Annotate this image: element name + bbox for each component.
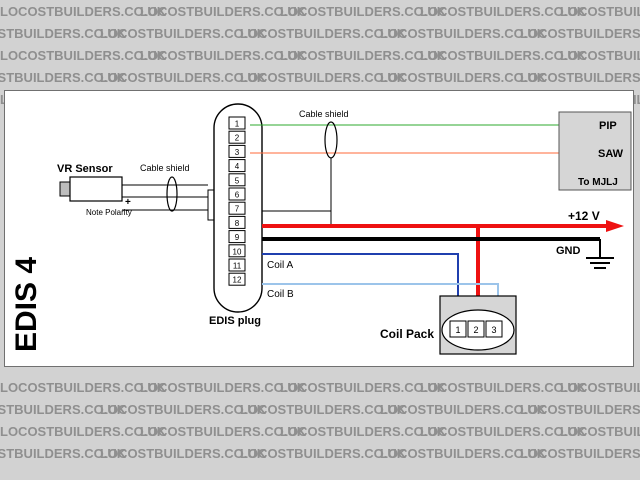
vr-sensor-label: VR Sensor (57, 163, 113, 175)
watermark-text: LOCOSTBUILDERS.CO.UK (100, 446, 267, 461)
watermark-text: LOCOSTBUILDERS.CO.UK (420, 424, 587, 439)
note-polarity-label: Note Polarity (86, 208, 132, 217)
watermark-text: LOCOSTBUILDERS.CO.UK (380, 402, 547, 417)
watermark-text: LOCOSTBUILDERS.CO.UK (0, 446, 127, 461)
mjlj-box (558, 111, 632, 191)
watermark-text: LOCOSTBUILDERS.CO.UK (140, 4, 307, 19)
edis-title: EDIS 4 (10, 257, 43, 352)
coil-pin-box (467, 320, 485, 338)
plug-pin-box (228, 116, 246, 130)
cable-shield-left-label: Cable shield (140, 163, 190, 173)
plug-pin-number: 12 (233, 276, 242, 285)
plug-pin-box (228, 144, 246, 158)
watermark-text: LOCOSTBUILDERS.CO.UK (240, 446, 407, 461)
edis-plug-label: EDIS plug (209, 315, 261, 327)
watermark-text: LOCOSTBUILDERS.CO.UK (520, 70, 640, 85)
coil-pin-number: 1 (455, 325, 460, 335)
watermark-text: LOCOSTBUILDERS.CO.UK (280, 4, 447, 19)
watermark-text: LOCOSTBUILDERS.CO.UK (100, 402, 267, 417)
power-arrow (606, 220, 624, 232)
pip-label: PIP (599, 120, 617, 132)
coil-pack-label: Coil Pack (380, 327, 434, 341)
watermark-text: LOCOSTBUILDERS.CO.UK (380, 26, 547, 41)
watermark-text: LOCOSTBUILDERS.CO.UK (100, 70, 267, 85)
watermark-text: LOCOSTBUILDERS.CO.UK (520, 402, 640, 417)
watermark-text: LOCOSTBUILDERS.CO.UK (420, 380, 587, 395)
plug-pin-box (228, 187, 246, 201)
watermark-text: LOCOSTBUILDERS.CO.UK (560, 48, 640, 63)
watermark-text: LOCOSTBUILDERS.CO.UK (140, 48, 307, 63)
watermark-text: LOCOSTBUILDERS.CO.UK (0, 402, 127, 417)
plug-pin-box (228, 173, 246, 187)
coil-pack-pins: 1 2 3 (449, 320, 503, 338)
watermark-text: LOCOSTBUILDERS.CO.UK (240, 402, 407, 417)
watermark-text: LOCOSTBUILDERS.CO.UK (520, 446, 640, 461)
plug-pin-number: 3 (235, 148, 240, 157)
watermark-text: LOCOSTBUILDERS.CO.UK (240, 70, 407, 85)
cable-shield-top-label: Cable shield (299, 109, 349, 119)
cable-shield-left (166, 176, 178, 212)
watermark-text: LOCOSTBUILDERS.CO.UK (140, 424, 307, 439)
watermark-text: LOCOSTBUILDERS.CO.UK (380, 446, 547, 461)
plug-pin-number: 5 (235, 176, 240, 185)
coil-pin-number: 3 (491, 325, 496, 335)
watermark-text: LOCOSTBUILDERS.CO.UK (560, 424, 640, 439)
plug-pin-number: 7 (235, 205, 240, 214)
watermark-text: LOCOSTBUILDERS.CO.UK (0, 424, 167, 439)
plug-pin-box (228, 244, 246, 258)
plus12v-label: +12 V (568, 209, 600, 223)
coil-a-label: Coil A (267, 260, 293, 271)
watermark-text: LOCOSTBUILDERS.CO.UK (280, 380, 447, 395)
watermark-text: LOCOSTBUILDERS.CO.UK (380, 70, 547, 85)
coil-pin-box (449, 320, 467, 338)
to-mjlj-label: To MJLJ (578, 177, 618, 188)
watermark-text: LOCOSTBUILDERS.CO.UK (280, 424, 447, 439)
plug-pin-box (228, 215, 246, 229)
plug-pin-box (228, 130, 246, 144)
plug-pin-number: 8 (235, 219, 240, 228)
watermark-text: LOCOSTBUILDERS.CO.UK (420, 48, 587, 63)
watermark-text: LOCOSTBUILDERS.CO.UK (0, 26, 127, 41)
watermark-text: LOCOSTBUILDERS.CO.UK (560, 380, 640, 395)
watermark-text: LOCOSTBUILDERS.CO.UK (0, 4, 167, 19)
plug-pin-number: 2 (235, 134, 240, 143)
polarity-plus: + (125, 197, 131, 208)
watermark-text: LOCOSTBUILDERS.CO.UK (0, 48, 167, 63)
watermark-text: LOCOSTBUILDERS.CO.UK (560, 4, 640, 19)
plug-pin-box (228, 272, 246, 286)
watermark-text: LOCOSTBUILDERS.CO.UK (0, 380, 167, 395)
plug-pin-number: 1 (235, 120, 240, 129)
plug-pin-box (228, 258, 246, 272)
watermark-text: LOCOSTBUILDERS.CO.UK (240, 26, 407, 41)
coil-a-wire (262, 253, 459, 306)
watermark-text: LOCOSTBUILDERS.CO.UK (280, 48, 447, 63)
watermark-bottom: LOCOSTBUILDERS.CO.UKLOCOSTBUILDERS.CO.UK… (0, 380, 640, 461)
plug-pin-number: 4 (235, 162, 240, 171)
coil-pin-box (485, 320, 503, 338)
coil-b-label: Coil B (267, 289, 294, 300)
plug-pin-box (228, 159, 246, 173)
watermark-text: LOCOSTBUILDERS.CO.UK (140, 380, 307, 395)
watermark-text: LOCOSTBUILDERS.CO.UK (420, 4, 587, 19)
plug-pin-box (228, 230, 246, 244)
plug-pin-number: 11 (233, 262, 242, 271)
plug-pin-box (228, 201, 246, 215)
plug-pin-number: 6 (235, 191, 240, 200)
vr-sensor-body (69, 176, 123, 202)
watermark-text: LOCOSTBUILDERS.CO.UK (0, 70, 127, 85)
shield-drain-wire (262, 158, 332, 227)
plug-pin-number: 10 (233, 247, 242, 256)
saw-label: SAW (598, 148, 624, 160)
gnd-label: GND (556, 245, 581, 257)
watermark-text: LOCOSTBUILDERS.CO.UK (520, 26, 640, 41)
watermark-text: LOCOSTBUILDERS.CO.UK (100, 26, 267, 41)
diagram-panel (4, 90, 634, 367)
coil-pin-number: 2 (473, 325, 478, 335)
plug-pin-number: 9 (235, 233, 240, 242)
vr-sensor-tip (59, 181, 71, 197)
